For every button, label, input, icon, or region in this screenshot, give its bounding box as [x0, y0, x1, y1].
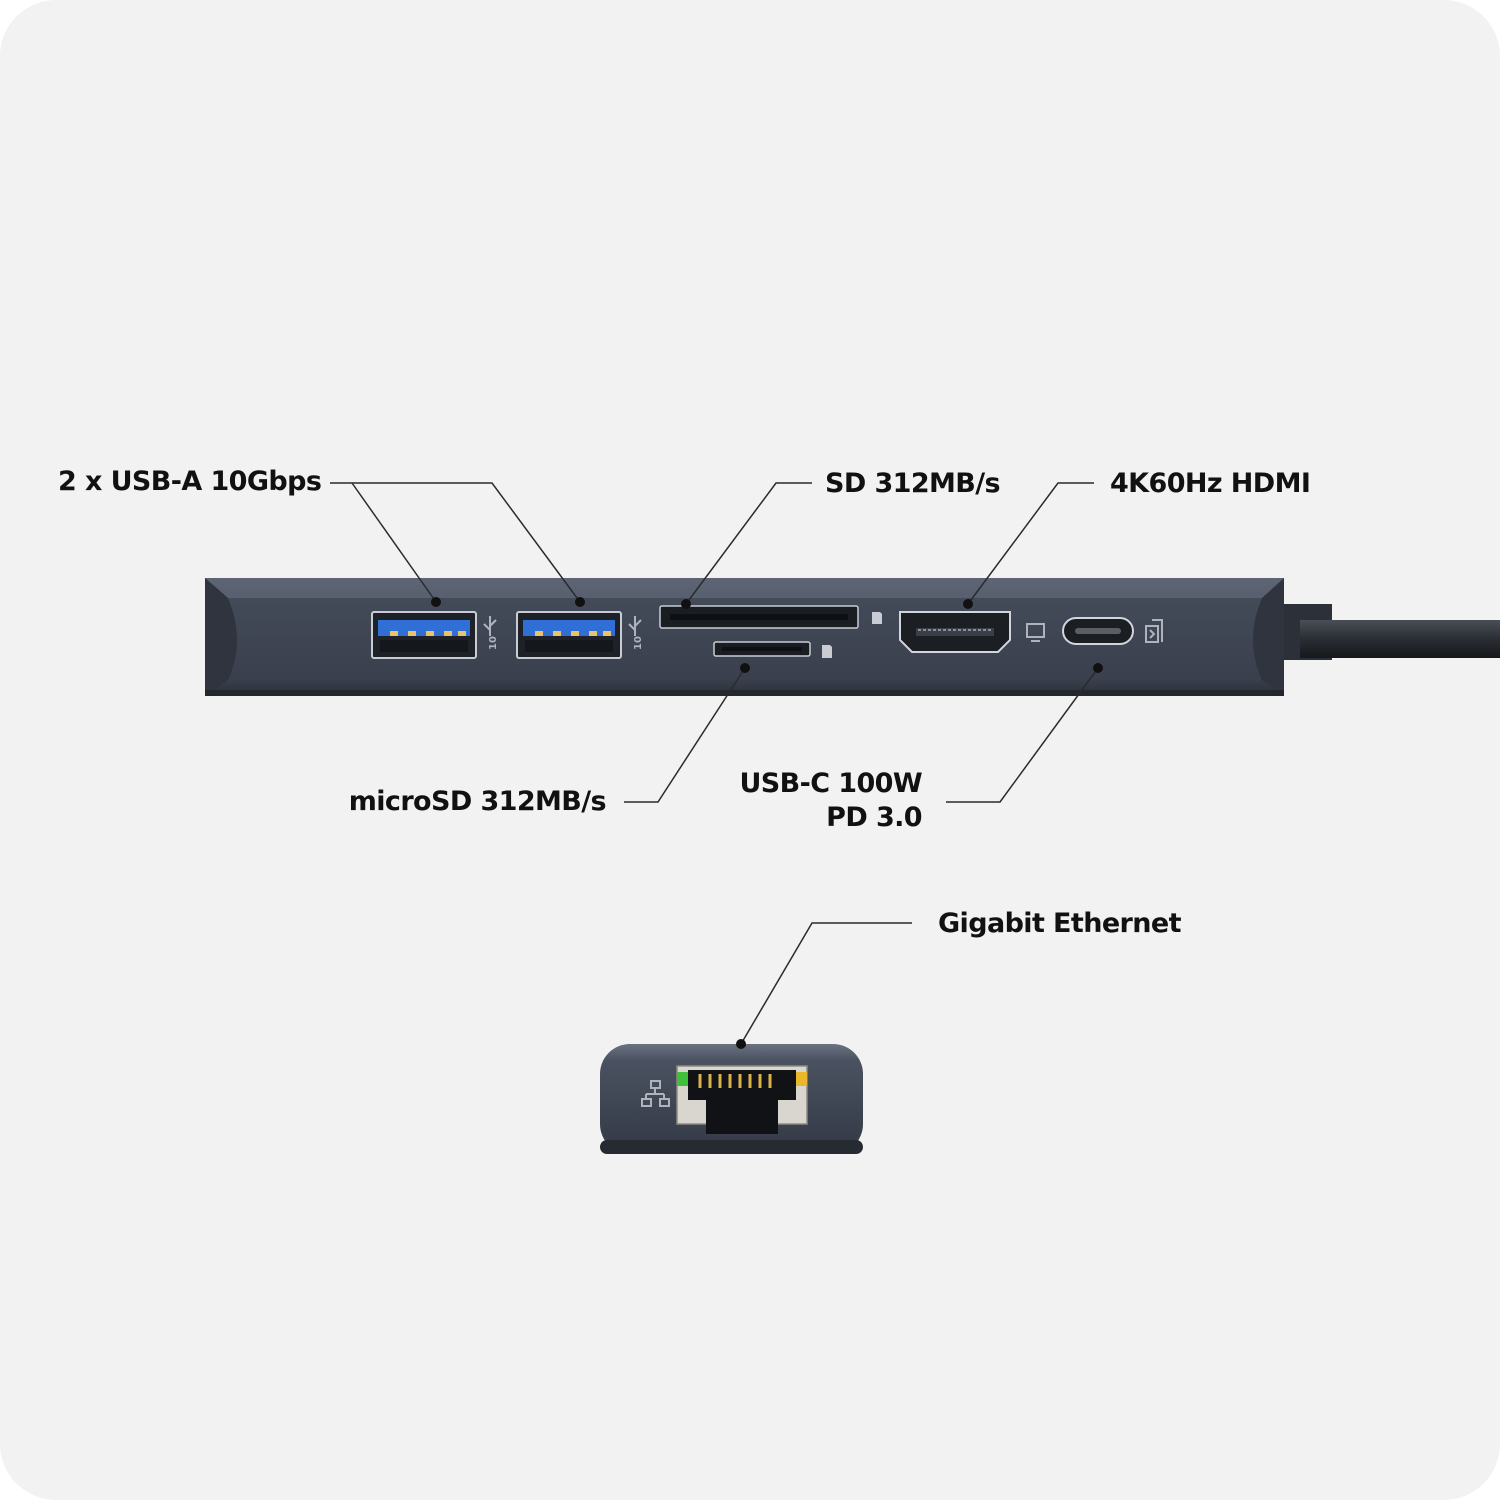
- usb-a-label: 2 x USB-A 10Gbps: [58, 466, 322, 497]
- usb-a-1-speed-marking: 10: [488, 636, 499, 650]
- usb-a-2-speed-marking: 10: [633, 636, 644, 650]
- usb-a-port-2[interactable]: [516, 611, 622, 659]
- sd-card-slot[interactable]: [659, 605, 859, 629]
- monitor-icon: [1026, 623, 1045, 642]
- microsd-card-icon: [822, 645, 832, 658]
- usb-c-port[interactable]: [1062, 617, 1134, 645]
- leader-lines: [330, 482, 1099, 1045]
- hdmi-label: 4K60Hz HDMI: [1110, 468, 1311, 499]
- microsd-card-slot[interactable]: [713, 641, 811, 657]
- ethernet-port[interactable]: [676, 1065, 808, 1134]
- usb-c-label-line-2: PD 3.0: [826, 802, 922, 833]
- usb-a-port-1[interactable]: [371, 611, 477, 659]
- microsd-label: microSD 312MB/s: [348, 786, 607, 817]
- usb-c-cable: [1282, 604, 1500, 660]
- usb-icon: [483, 616, 497, 636]
- hub-body: [205, 578, 1284, 696]
- sd-card-icon: [872, 612, 882, 624]
- ethernet-activity-led: [796, 1072, 807, 1086]
- network-icon: [641, 1080, 670, 1107]
- ethernet-label: Gigabit Ethernet: [938, 908, 1182, 939]
- usb-c-label-line-1: USB-C 100W: [739, 768, 922, 799]
- sd-label: SD 312MB/s: [825, 468, 1001, 499]
- ethernet-link-led: [677, 1072, 688, 1086]
- leader-dots: [431, 597, 1103, 1049]
- hdmi-port[interactable]: [899, 611, 1011, 653]
- power-delivery-icon: [1145, 619, 1163, 643]
- usb-icon: [628, 616, 642, 636]
